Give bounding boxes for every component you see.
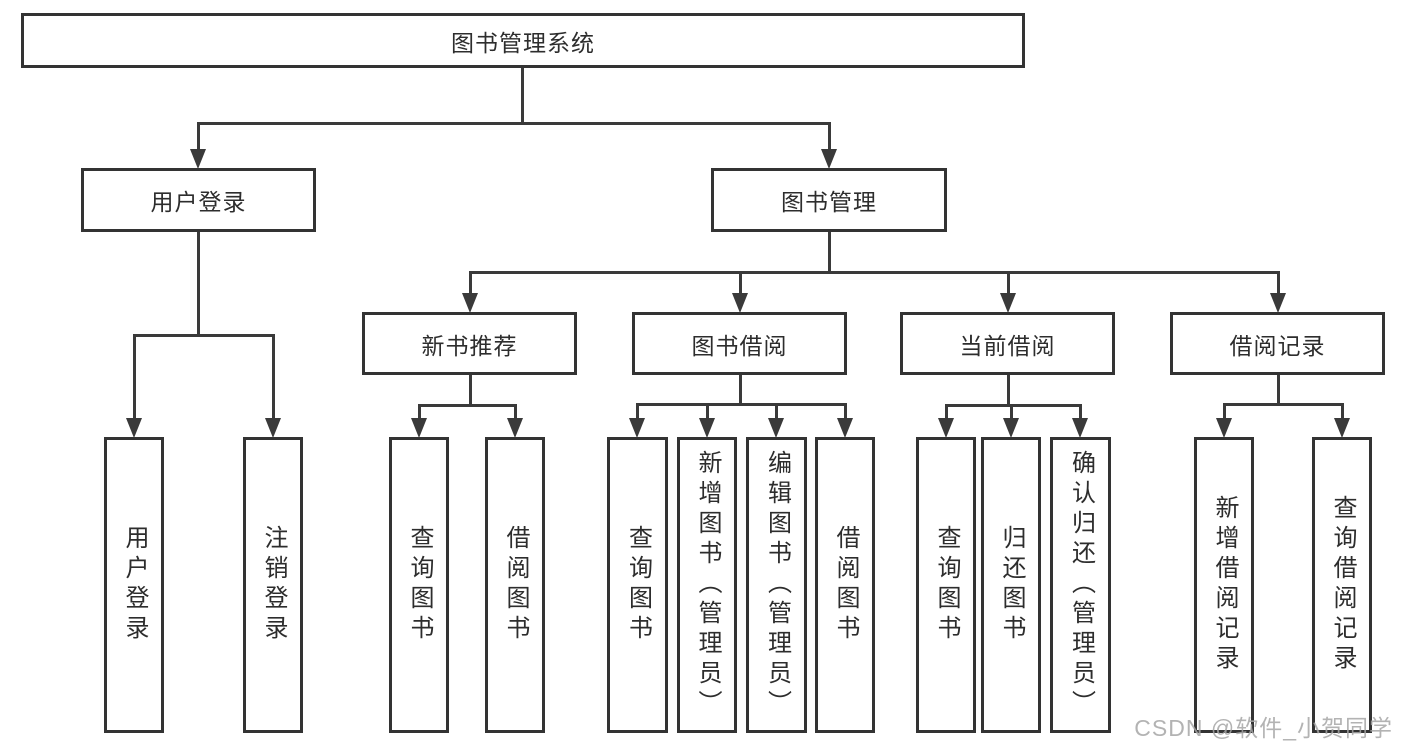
leaf-add-borrow-record: 新增借阅记录 xyxy=(1194,437,1254,733)
connector-line xyxy=(418,404,421,420)
node-root: 图书管理系统 xyxy=(21,13,1025,68)
connector-line xyxy=(197,232,200,336)
connector-line xyxy=(739,375,742,406)
node-current-borrow-label: 当前借阅 xyxy=(959,332,1056,359)
connector-line xyxy=(1277,375,1280,406)
node-user-login-label: 用户登录 xyxy=(150,189,247,215)
arrow-down-icon xyxy=(126,418,142,438)
node-book-management: 图书管理 xyxy=(711,168,947,232)
node-book-borrow-label: 图书借阅 xyxy=(691,332,788,359)
arrow-down-icon xyxy=(411,418,427,438)
arrow-down-icon xyxy=(1334,418,1350,438)
arrow-down-icon xyxy=(938,418,954,438)
leaf-borrow-books: 借阅图书 xyxy=(815,437,875,733)
connector-line xyxy=(133,334,136,420)
arrow-down-icon xyxy=(732,293,748,313)
node-book-borrow: 图书借阅 xyxy=(632,312,847,375)
connector-line xyxy=(636,403,847,406)
connector-line xyxy=(775,403,778,420)
node-new-book-recommend: 新书推荐 xyxy=(362,312,577,375)
node-borrow-records-label: 借阅记录 xyxy=(1229,332,1326,359)
connector-line xyxy=(844,403,847,420)
connector-line xyxy=(1277,271,1280,295)
node-book-management-label: 图书管理 xyxy=(781,189,877,215)
leaf-logout: 注销登录 xyxy=(243,437,303,733)
leaf-return-books: 归还图书 xyxy=(981,437,1041,733)
connector-line xyxy=(1010,404,1013,420)
connector-line xyxy=(514,404,517,420)
leaf-query-books-recommend: 查询图书 xyxy=(389,437,449,733)
connector-line xyxy=(945,404,1082,407)
arrow-down-icon xyxy=(190,149,206,169)
leaf-edit-books-admin: 编辑图书（管理员） xyxy=(746,437,807,733)
leaf-query-books-current: 查询图书 xyxy=(916,437,976,733)
connector-line xyxy=(1223,403,1226,420)
connector-line xyxy=(197,122,200,150)
arrow-down-icon xyxy=(837,418,853,438)
connector-line xyxy=(469,375,472,407)
arrow-down-icon xyxy=(1270,293,1286,313)
arrow-down-icon xyxy=(1000,293,1016,313)
connector-line xyxy=(1341,403,1344,420)
connector-line xyxy=(636,403,639,420)
arrow-down-icon xyxy=(629,418,645,438)
node-borrow-records: 借阅记录 xyxy=(1170,312,1385,375)
leaf-query-borrow-record: 查询借阅记录 xyxy=(1312,437,1372,733)
connector-line xyxy=(1079,404,1082,420)
connector-line xyxy=(197,122,831,125)
arrow-down-icon xyxy=(507,418,523,438)
connector-line xyxy=(133,334,275,337)
arrow-down-icon xyxy=(462,293,478,313)
watermark: CSDN @软件_小贺同学 xyxy=(1134,715,1393,741)
leaf-add-books-admin: 新增图书（管理员） xyxy=(677,437,737,733)
connector-line xyxy=(1007,375,1010,407)
connector-line xyxy=(418,404,517,407)
connector-line xyxy=(272,334,275,420)
leaf-user-login: 用户登录 xyxy=(104,437,164,733)
arrow-down-icon xyxy=(1216,418,1232,438)
connector-line xyxy=(706,403,709,420)
connector-line xyxy=(469,271,1280,274)
arrow-down-icon xyxy=(699,418,715,438)
node-current-borrow: 当前借阅 xyxy=(900,312,1115,375)
connector-line xyxy=(1223,403,1344,406)
connector-line xyxy=(739,271,742,295)
leaf-borrow-books-recommend: 借阅图书 xyxy=(485,437,545,733)
connector-line xyxy=(945,404,948,420)
arrow-down-icon xyxy=(1072,418,1088,438)
node-user-login: 用户登录 xyxy=(81,168,316,232)
connector-line xyxy=(469,271,472,295)
leaf-query-books-borrow: 查询图书 xyxy=(607,437,668,733)
arrow-down-icon xyxy=(265,418,281,438)
leaf-confirm-return-admin: 确认归还（管理员） xyxy=(1050,437,1111,733)
node-new-book-recommend-label: 新书推荐 xyxy=(421,332,518,359)
connector-line xyxy=(828,122,831,150)
connector-line xyxy=(521,68,524,122)
arrow-down-icon xyxy=(768,418,784,438)
connector-line xyxy=(1007,271,1010,295)
node-root-label: 图书管理系统 xyxy=(451,29,595,56)
arrow-down-icon xyxy=(821,149,837,169)
connector-line xyxy=(828,232,831,274)
arrow-down-icon xyxy=(1003,418,1019,438)
